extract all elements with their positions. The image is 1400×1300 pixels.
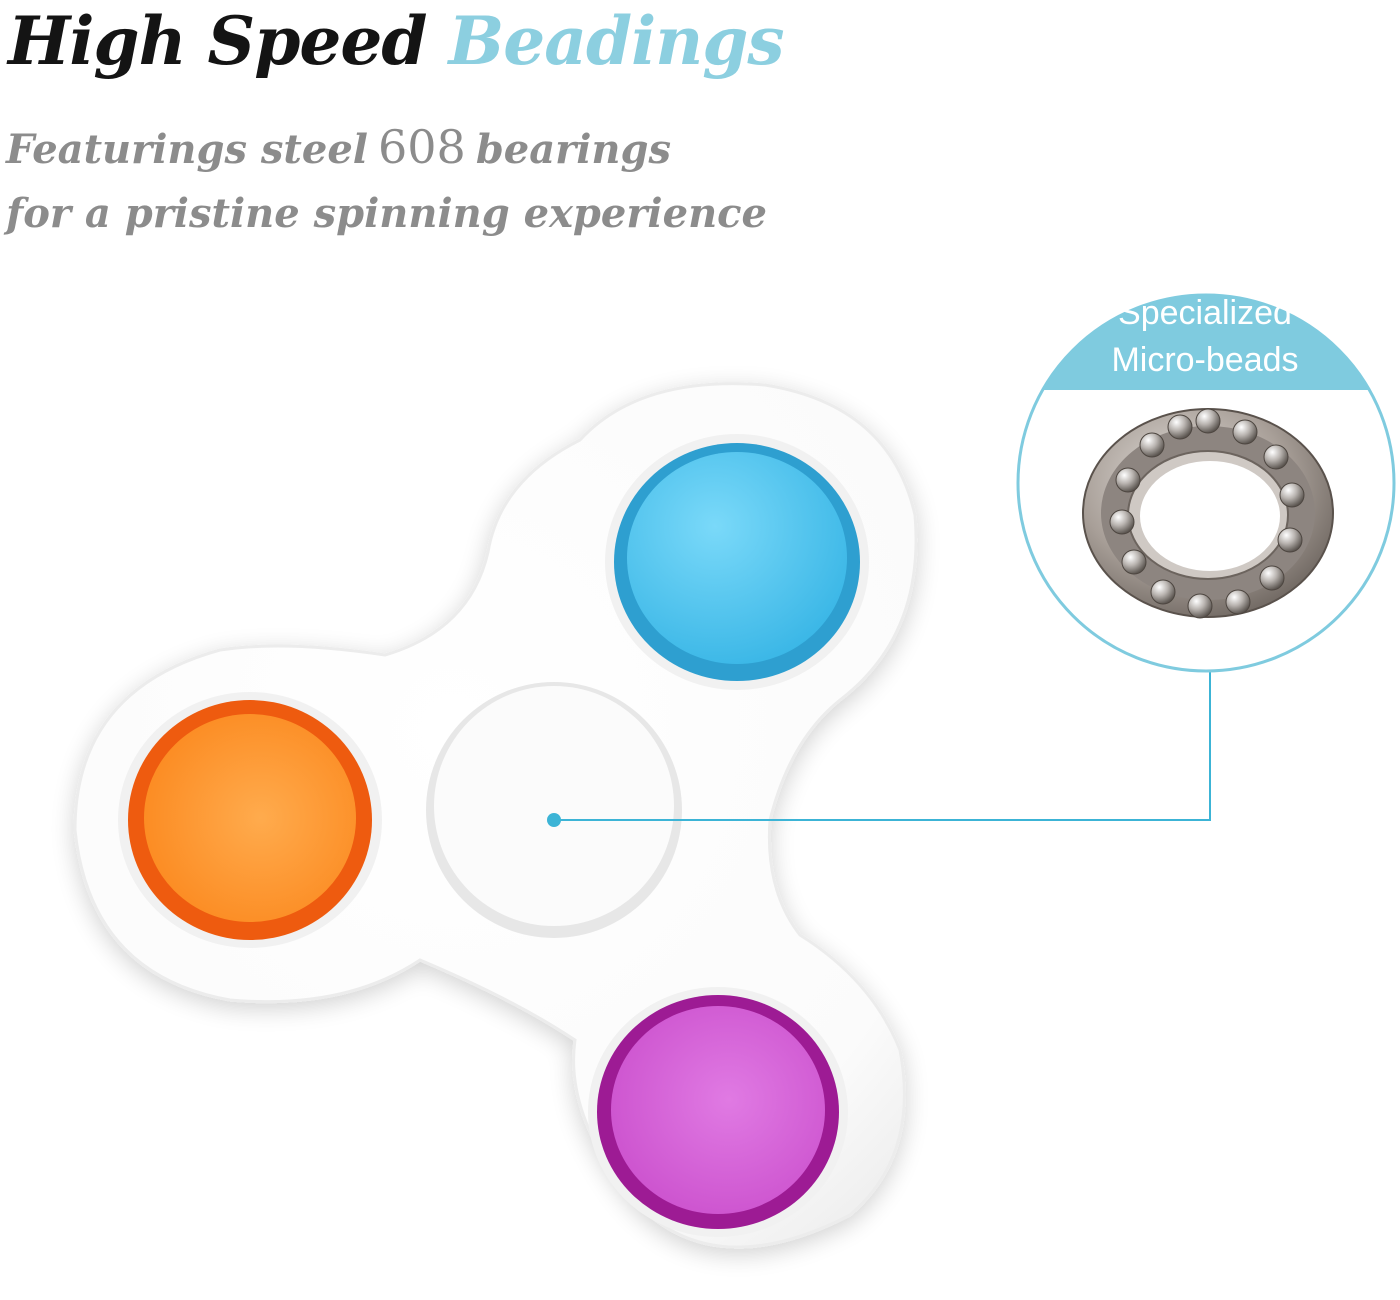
callout-title-line-2: Micro-beads — [1111, 341, 1299, 379]
callout-title: Specialized Micro-beads — [1070, 290, 1340, 384]
purple-pop-bubble — [588, 987, 848, 1237]
bearing-number: 608 — [378, 120, 466, 174]
center-cap — [426, 682, 682, 938]
orange-pop-bubble — [118, 692, 382, 948]
callout-pointer-line — [554, 640, 1211, 821]
subheadline-line-2: for a pristine spinning experience — [6, 190, 767, 237]
steel-bearing — [1082, 408, 1334, 619]
headline: High Speed Beadings — [8, 2, 785, 81]
headline-word-high-speed: High Speed — [8, 2, 427, 80]
subheadline-text-before: Featurings steel — [6, 126, 368, 173]
headline-word-beadings: Beadings — [448, 2, 784, 80]
subheadline-text-after: bearings — [475, 126, 671, 173]
callout-title-line-1: Specialized — [1118, 294, 1292, 332]
blue-pop-bubble — [605, 434, 869, 690]
